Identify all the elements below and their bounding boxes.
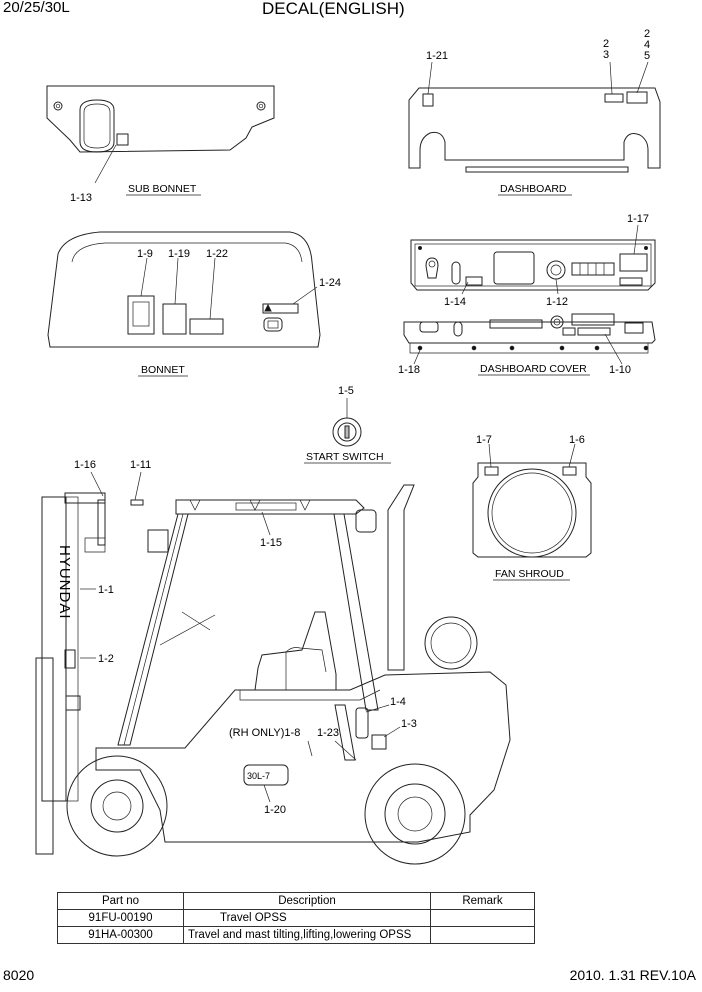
callout-1-16: 1-16	[74, 459, 96, 471]
bonnet-drawing	[47, 231, 321, 348]
callout-1-8: (RH ONLY)1-8	[229, 727, 300, 739]
label-sub-bonnet: SUB BONNET	[128, 183, 197, 195]
callout-1-23: 1-23	[317, 727, 339, 739]
callout-1-11: 1-11	[130, 459, 151, 471]
page-number: 8020	[3, 967, 35, 983]
callout-1-4: 1-4	[390, 696, 406, 708]
col-part-no: Part no	[57, 892, 184, 910]
callout-1-22: 1-22	[206, 248, 228, 260]
part-no-cell: 91FU-00190	[57, 909, 184, 927]
dashboard-cover-drawing	[403, 313, 656, 365]
callout-1-13: 1-13	[70, 192, 92, 204]
table-row: 91FU-00190 Travel OPSS	[57, 909, 535, 927]
callout-5: 5	[644, 50, 650, 62]
callout-1-5: 1-5	[338, 385, 354, 397]
callout-1-10: 1-10	[609, 364, 631, 376]
callout-1-19: 1-19	[168, 248, 190, 260]
callout-1-1: 1-1	[98, 584, 114, 596]
sub-bonnet-drawing	[46, 85, 275, 184]
mast-brand: HYUNDAI	[56, 545, 73, 620]
fan-shroud-drawing	[472, 443, 592, 558]
label-dashboard: DASHBOARD	[500, 183, 567, 195]
date-revision: 2010. 1.31 REV.10A	[569, 967, 696, 983]
model-label: 20/25/30L	[3, 0, 70, 16]
label-bonnet: BONNET	[141, 364, 185, 376]
callout-2-right: 2	[644, 28, 650, 40]
label-dashboard-cover: DASHBOARD COVER	[480, 363, 587, 375]
remark-cell	[430, 909, 535, 927]
callout-1-18: 1-18	[398, 364, 420, 376]
table-row: 91HA-00300 Travel and mast tilting,lifti…	[57, 926, 535, 944]
callout-1-14: 1-14	[444, 296, 466, 308]
col-remark: Remark	[430, 892, 535, 910]
counterweight-badge: 30L-7	[247, 771, 270, 781]
callout-1-7: 1-7	[476, 434, 492, 446]
callout-4: 4	[644, 39, 650, 51]
callout-1-12: 1-12	[546, 296, 568, 308]
dashboard-front-drawing	[410, 224, 656, 295]
col-description: Description	[183, 892, 431, 910]
label-fan-shroud: FAN SHROUD	[495, 568, 564, 580]
callout-1-9: 1-9	[137, 248, 153, 260]
remark-cell	[430, 926, 535, 944]
callout-1-17: 1-17	[627, 213, 649, 225]
description-cell: Travel and mast tilting,lifting,lowering…	[183, 926, 431, 944]
table-header-row: Part no Description Remark	[57, 892, 535, 910]
dashboard-drawing	[408, 61, 661, 173]
callout-1-2: 1-2	[98, 653, 114, 665]
callout-1-24: 1-24	[319, 277, 341, 289]
part-no-cell: 91HA-00300	[57, 926, 184, 944]
callout-1-6: 1-6	[569, 434, 585, 446]
page-title: DECAL(ENGLISH)	[262, 0, 405, 18]
callout-1-15: 1-15	[260, 537, 282, 549]
start-switch-drawing	[332, 398, 362, 447]
callout-1-20: 1-20	[264, 804, 286, 816]
callout-3: 3	[603, 49, 609, 61]
parts-table: Part no Description Remark 91FU-00190 Tr…	[57, 892, 535, 944]
callout-2-left: 2	[603, 38, 609, 50]
callout-1-21: 1-21	[426, 50, 448, 62]
forklift-drawing	[35, 484, 511, 865]
label-start-switch: START SWITCH	[306, 451, 384, 463]
callout-1-3: 1-3	[401, 718, 417, 730]
description-cell: Travel OPSS	[183, 909, 431, 927]
